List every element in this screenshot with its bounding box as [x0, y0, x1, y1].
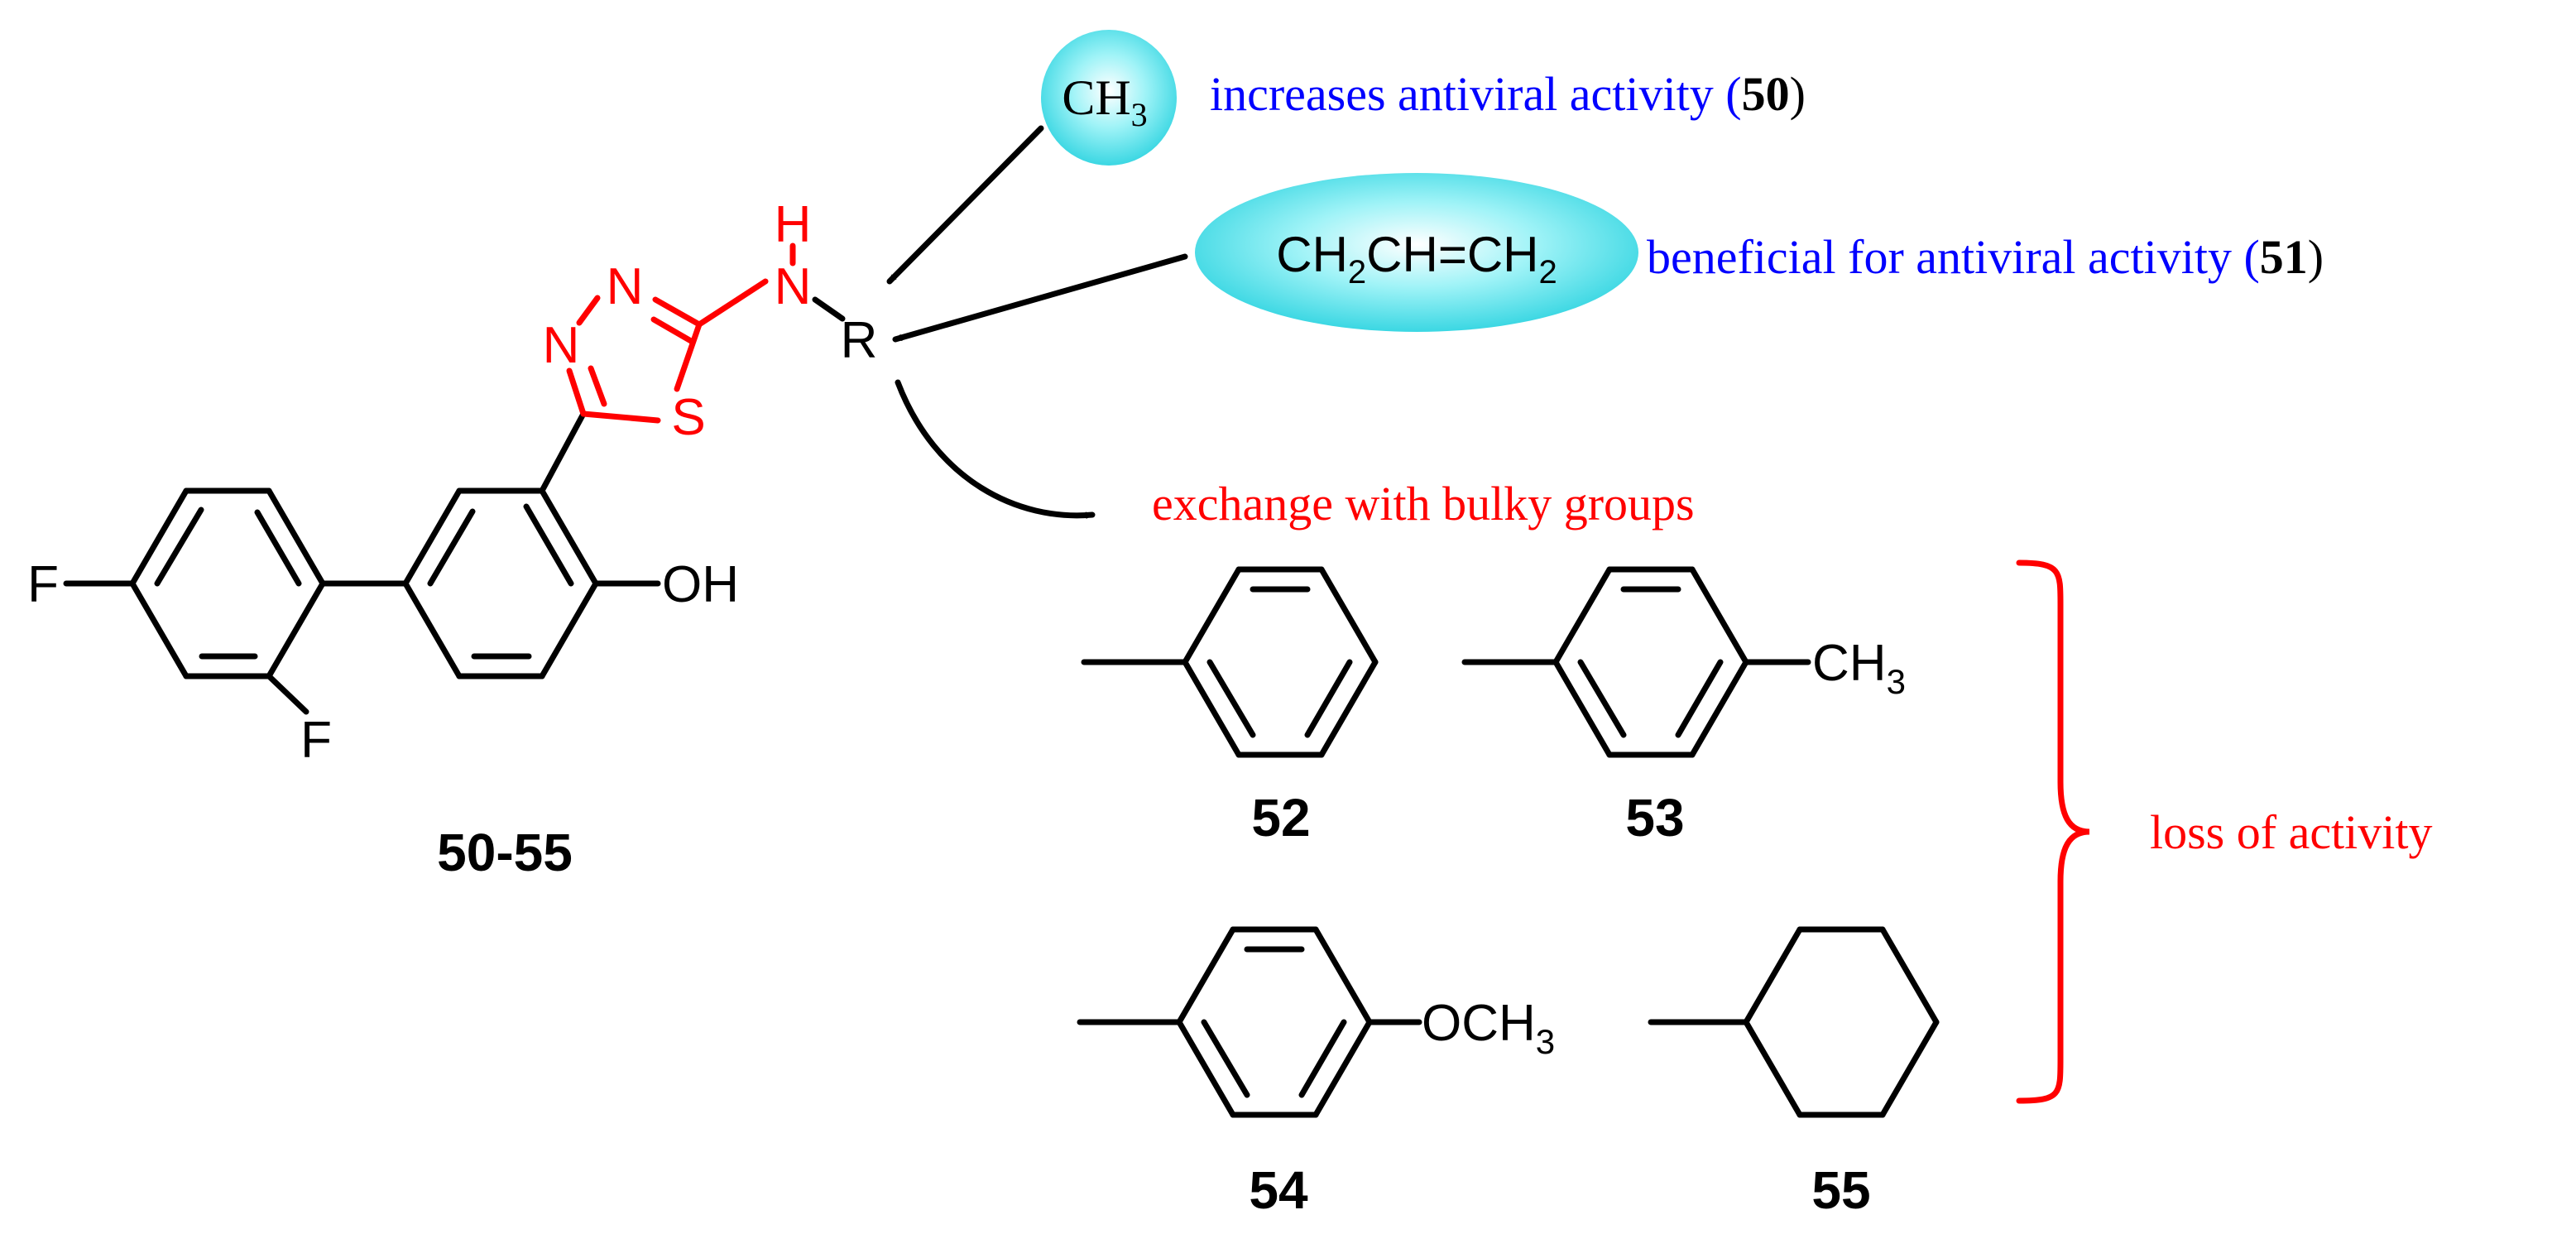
curly-brace: [2016, 559, 2090, 1104]
methyl-bubble: [1041, 30, 1177, 166]
thiadiazole-n3-atom: N: [543, 317, 580, 374]
bulky-curved-arrow: [895, 379, 1096, 520]
loss-of-activity-annotation: loss of activity: [2016, 559, 2433, 1104]
vinyl-arrow: [892, 253, 1188, 343]
vinyl-bubble-label: CH2CH=CH2: [1276, 227, 1557, 290]
compound-54-label: 54: [1249, 1160, 1308, 1220]
methyl-group-53: CH3: [1812, 635, 1906, 701]
bond-n-r: [812, 296, 846, 322]
amine-hydrogen-atom: H: [775, 196, 812, 253]
substituent-52: 52: [1081, 566, 1379, 847]
bulky-groups-text: exchange with bulky groups: [1152, 477, 1695, 531]
fluorine-ortho-atom: F: [300, 712, 332, 769]
phenol-ring: [402, 487, 599, 679]
difluorophenyl-ring: [129, 487, 326, 679]
bond-c-nh: [696, 278, 769, 328]
methyl-effect-text: increases antiviral activity (50): [1210, 67, 1806, 121]
amine-nitrogen-atom: N: [775, 258, 812, 315]
thiadiazole-sulfur-atom: S: [671, 389, 705, 446]
thiadiazole-n4-atom: N: [607, 258, 644, 315]
core-molecule: F F OH: [27, 196, 877, 882]
bond-c-f-ortho: [266, 673, 309, 715]
fluorine-para-atom: F: [27, 556, 59, 613]
substituent-53: CH3 53: [1461, 566, 1906, 847]
r-group-atom: R: [841, 312, 878, 369]
loss-of-activity-text: loss of activity: [2150, 805, 2433, 859]
compound-55-label: 55: [1811, 1160, 1870, 1220]
compound-53-label: 53: [1625, 788, 1684, 847]
methyl-annotation: CH3 increases antiviral activity (50): [886, 30, 1806, 285]
vinyl-effect-text: beneficial for antiviral activity (51): [1647, 230, 2324, 284]
thiadiazole-ring: [566, 295, 703, 424]
substituent-54: OCH3 54: [1077, 926, 1555, 1220]
hydroxyl-group: OH: [662, 556, 739, 613]
methyl-arrow: [886, 125, 1044, 285]
methoxy-group-54: OCH3: [1422, 995, 1555, 1061]
bulky-annotation: exchange with bulky groups: [895, 379, 1695, 531]
vinyl-bubble: [1195, 173, 1638, 332]
compound-52-label: 52: [1251, 788, 1310, 847]
vinyl-annotation: CH2CH=CH2 beneficial for antiviral activ…: [892, 173, 2324, 343]
core-compound-label: 50-55: [437, 823, 573, 882]
methyl-bubble-label: CH3: [1062, 70, 1147, 133]
bond-aryl-thiadiazole: [539, 411, 587, 494]
substituent-55: 55: [1648, 926, 1940, 1220]
